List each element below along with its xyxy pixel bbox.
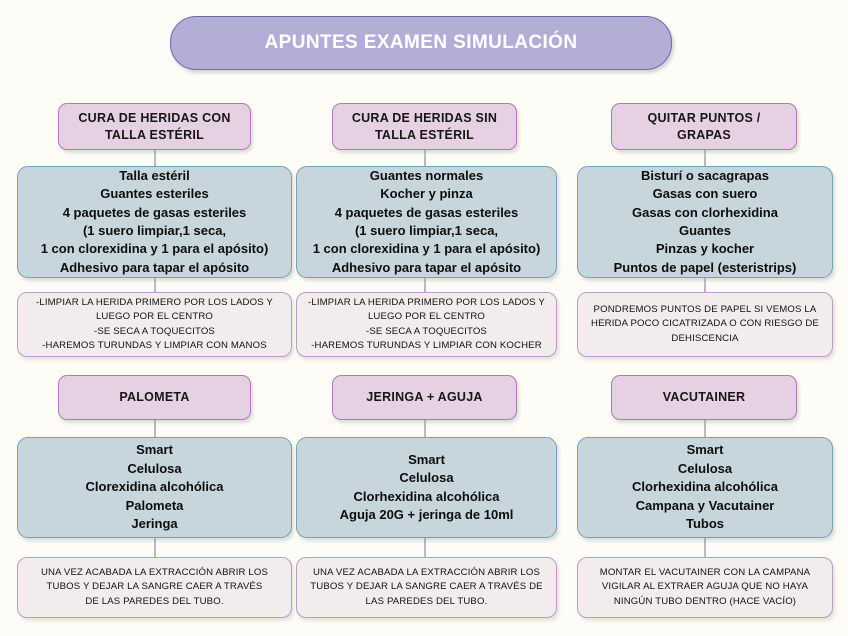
node-header-cura-con-talla[interactable]: CURA DE HERIDAS CON TALLA ESTÉRIL	[58, 103, 251, 150]
connector-header-main-0	[154, 148, 156, 168]
node-note-vacutainer[interactable]: MONTAR EL VACUTAINER CON LA CAMPANA VIGI…	[577, 557, 833, 618]
connector-main-note-0	[154, 276, 156, 294]
node-main-palometa[interactable]: Smart Celulosa Clorexidina alcohólica Pa…	[17, 437, 292, 538]
node-header-cura-sin-talla[interactable]: CURA DE HERIDAS SIN TALLA ESTÉRIL	[332, 103, 517, 150]
connector-main-note-2	[704, 276, 706, 294]
node-note-palometa[interactable]: UNA VEZ ACABADA LA EXTRACCIÓN ABRIR LOS …	[17, 557, 292, 618]
page-title: APUNTES EXAMEN SIMULACIÓN	[170, 16, 672, 70]
connector-header-main-2	[704, 148, 706, 168]
connector-header-main-3	[154, 420, 156, 438]
node-header-palometa[interactable]: PALOMETA	[58, 375, 251, 420]
node-main-quitar-puntos-grapas[interactable]: Bisturí o sacagrapas Gasas con suero Gas…	[577, 166, 833, 278]
node-header-quitar-puntos-grapas[interactable]: QUITAR PUNTOS / GRAPAS	[611, 103, 797, 150]
connector-main-note-4	[424, 538, 426, 558]
node-header-jeringa-aguja[interactable]: JERINGA + AGUJA	[332, 375, 517, 420]
node-main-cura-con-talla[interactable]: Talla estéril Guantes esteriles 4 paquet…	[17, 166, 292, 278]
connector-header-main-4	[424, 420, 426, 438]
node-note-cura-con-talla[interactable]: -LIMPIAR LA HERIDA PRIMERO POR LOS LADOS…	[17, 292, 292, 357]
node-note-quitar-puntos-grapas[interactable]: PONDREMOS PUNTOS DE PAPEL SI VEMOS LA HE…	[577, 292, 833, 357]
node-main-jeringa-aguja[interactable]: Smart Celulosa Clorhexidina alcohólica A…	[296, 437, 557, 538]
node-main-vacutainer[interactable]: Smart Celulosa Clorhexidina alcohólica C…	[577, 437, 833, 538]
node-header-vacutainer[interactable]: VACUTAINER	[611, 375, 797, 420]
connector-header-main-5	[704, 420, 706, 438]
node-main-cura-sin-talla[interactable]: Guantes normales Kocher y pinza 4 paquet…	[296, 166, 557, 278]
connector-header-main-1	[424, 148, 426, 168]
connector-main-note-5	[704, 538, 706, 558]
connector-main-note-1	[424, 276, 426, 294]
connector-main-note-3	[154, 538, 156, 558]
node-note-cura-sin-talla[interactable]: -LIMPIAR LA HERIDA PRIMERO POR LOS LADOS…	[296, 292, 557, 357]
node-note-jeringa-aguja[interactable]: UNA VEZ ACABADA LA EXTRACCIÓN ABRIR LOS …	[296, 557, 557, 618]
